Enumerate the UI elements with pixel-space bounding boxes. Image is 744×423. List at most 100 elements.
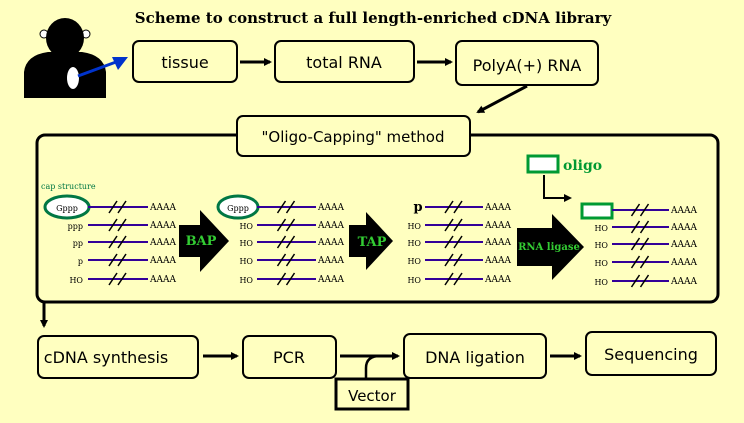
polya-tail-label: AAAA <box>317 238 344 248</box>
strand-break-mark <box>108 253 118 267</box>
strand-break-mark <box>108 218 118 232</box>
polya-tail-label: AAAA <box>484 203 511 213</box>
polya-rna-label: PolyA(+) RNA <box>473 56 582 75</box>
end-ho: HO <box>594 241 608 250</box>
strand-break-mark <box>639 203 650 217</box>
person-icon <box>24 18 106 98</box>
end-ho: HO <box>594 224 608 233</box>
cap-structure-label: cap structure <box>41 182 96 191</box>
strand-break-mark <box>117 272 127 286</box>
strand-break-mark <box>276 218 287 232</box>
polya-tail-label: AAAA <box>484 221 511 231</box>
strand-break-mark <box>276 253 287 267</box>
strand-break-mark <box>276 272 287 286</box>
sequencing-box: Sequencing <box>585 331 717 376</box>
strand-break-mark <box>285 218 296 232</box>
polya-tail-label: AAAA <box>317 203 344 213</box>
polya-tail-label: AAAA <box>670 206 697 216</box>
tissue-box: tissue <box>132 40 238 83</box>
end-p: p <box>78 257 83 266</box>
strand-break-mark <box>630 203 641 217</box>
polya-tail-label: AAAA <box>149 221 176 231</box>
polya-tail-label: AAAA <box>670 240 697 250</box>
strand-break-mark <box>285 272 296 286</box>
polya-tail-label: AAAA <box>484 275 511 285</box>
rna-strands: AAAA AAAA AAAA AAAA AAAA AAAA AAAA AAAA AAAA AAAA… <box>88 200 697 288</box>
method-label: "Oligo-Capping" method <box>262 128 445 146</box>
tap-label: TAP <box>358 235 387 250</box>
strand-break-mark <box>108 272 118 286</box>
strand-break-mark <box>453 272 463 286</box>
strand-break-mark <box>453 200 463 214</box>
strand-break-mark <box>117 253 127 267</box>
end-ho: HO <box>407 257 421 266</box>
strand-break-mark <box>117 200 127 214</box>
bap-arrow: BAP <box>179 210 229 272</box>
rna-stage-3: p HO HO HO HO <box>407 200 422 285</box>
polya-tail-label: AAAA <box>484 256 511 266</box>
polya-tail-label: AAAA <box>670 223 697 233</box>
cdna-synthesis-box: cDNA synthesis <box>37 335 199 379</box>
cdna-synthesis-label: cDNA synthesis <box>44 348 168 367</box>
polya-rna-box: PolyA(+) RNA <box>455 40 599 86</box>
strand-break-mark <box>444 218 454 232</box>
rna-ligase-label: RNA ligase <box>518 242 580 253</box>
end-ho: HO <box>69 276 83 285</box>
polya-tail-label: AAAA <box>149 238 176 248</box>
strand-break-mark <box>444 200 454 214</box>
strand-break-mark <box>108 200 118 214</box>
end-p: p <box>413 200 422 215</box>
strand-break-mark <box>117 235 127 249</box>
end-ho: HO <box>594 259 608 268</box>
pcr-box: PCR <box>242 335 337 379</box>
dna-ligation-label: DNA ligation <box>425 348 525 367</box>
strand-break-mark <box>630 237 641 251</box>
oligo-capping-container <box>35 133 720 304</box>
strand-break-mark <box>117 218 127 232</box>
gppp-label: Gppp <box>56 204 78 213</box>
strand-break-mark <box>453 235 463 249</box>
end-ho: HO <box>239 222 253 231</box>
strand-break-mark <box>630 220 641 234</box>
end-ppp: ppp <box>68 222 83 231</box>
strand-break-mark <box>639 220 650 234</box>
polya-tail-label: AAAA <box>149 256 176 266</box>
end-ho: HO <box>594 278 608 287</box>
gppp-label: Gppp <box>227 204 249 213</box>
strand-break-mark <box>285 235 296 249</box>
strand-break-mark <box>630 255 641 269</box>
polya-tail-label: AAAA <box>317 256 344 266</box>
strand-break-mark <box>276 235 287 249</box>
total-rna-label: total RNA <box>306 53 382 72</box>
strand-break-mark <box>639 274 650 288</box>
dna-ligation-box: DNA ligation <box>403 333 547 379</box>
polya-tail-label: AAAA <box>670 258 697 268</box>
end-ho: HO <box>407 276 421 285</box>
vector-label: Vector <box>348 387 397 405</box>
end-pp: pp <box>73 239 83 248</box>
sequencing-label: Sequencing <box>604 345 698 364</box>
method-box: "Oligo-Capping" method <box>236 115 471 157</box>
polya-tail-label: AAAA <box>317 275 344 285</box>
vector-box: Vector <box>334 377 410 411</box>
strand-break-mark <box>444 235 454 249</box>
polya-tail-label: AAAA <box>670 277 697 287</box>
tap-arrow: TAP <box>349 212 393 270</box>
strand-break-mark <box>639 255 650 269</box>
total-rna-box: total RNA <box>274 40 415 83</box>
strand-break-mark <box>285 253 296 267</box>
sample-arrow <box>77 57 128 78</box>
polya-tail-label: AAAA <box>317 221 344 231</box>
vector-arrow <box>364 354 398 379</box>
end-ho: HO <box>239 276 253 285</box>
rna-stage-1: Gppp ppp pp p HO <box>43 194 91 285</box>
strand-break-mark <box>453 218 463 232</box>
oligo-legend: oligo <box>526 154 602 202</box>
strand-break-mark <box>444 272 454 286</box>
diagram-title: Scheme to construct a full length-enrich… <box>135 9 613 27</box>
rna-stage-2: Gppp HO HO HO HO <box>216 194 260 285</box>
end-ho: HO <box>407 239 421 248</box>
strand-break-mark <box>639 237 650 251</box>
tissue-label: tissue <box>161 53 208 72</box>
